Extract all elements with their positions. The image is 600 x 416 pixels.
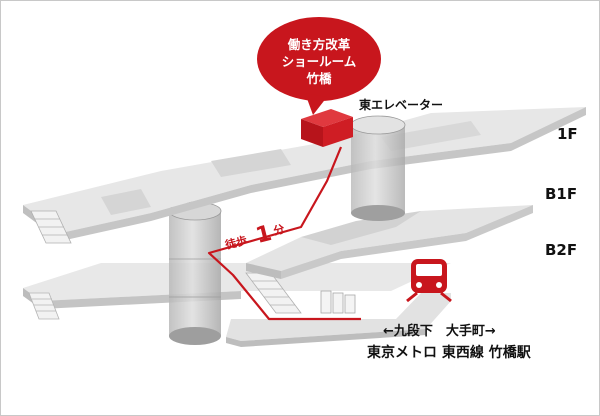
showroom-callout xyxy=(257,17,381,115)
elevator-shaft-west xyxy=(168,201,222,345)
route-line-text: 東京メトロ 東西線 竹橋駅 xyxy=(367,344,532,361)
walking-route-line xyxy=(207,146,361,321)
elevator-label: 東エレベーター xyxy=(359,97,443,112)
walk-number: 1 xyxy=(253,221,274,249)
floor-label-b1f: B1F xyxy=(545,185,577,203)
train-icon xyxy=(406,259,452,303)
callout-line-3: 竹橋 xyxy=(305,71,332,86)
walk-unit: 分 xyxy=(272,222,286,238)
elevator-shaft-east xyxy=(350,115,406,221)
route-direction-text: ←九段下 大手町→ xyxy=(383,323,496,339)
elevator-block-icon xyxy=(301,109,353,147)
floor-1f-slab xyxy=(23,107,586,244)
callout-line-1: 働き方改革 xyxy=(287,37,351,52)
floor-b2f-slab xyxy=(23,263,451,347)
walk-prefix: 徒歩 xyxy=(223,233,249,252)
floor-label-1f: 1F xyxy=(557,125,578,143)
floor-label-b2f: B2F xyxy=(545,241,577,259)
walk-time-label: 徒歩 1 分 xyxy=(223,221,286,252)
callout-line-2: ショールーム xyxy=(282,54,357,69)
